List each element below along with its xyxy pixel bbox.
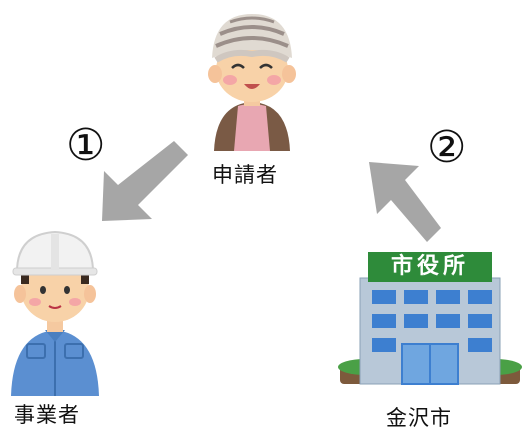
applicant-icon [192,6,312,151]
business-icon [5,226,105,396]
business-label: 事業者 [14,403,80,427]
flow-arrow-2 [355,148,455,243]
flow-number-1: ① [66,120,106,171]
flow-arrow-1 [90,135,190,230]
city-icon: 市役所 [338,246,523,388]
city-label: 金沢市 [386,406,452,430]
city-sign: 市役所 [368,252,492,282]
flow-number-2: ② [427,122,467,173]
applicant-label: 申請者 [212,163,278,187]
